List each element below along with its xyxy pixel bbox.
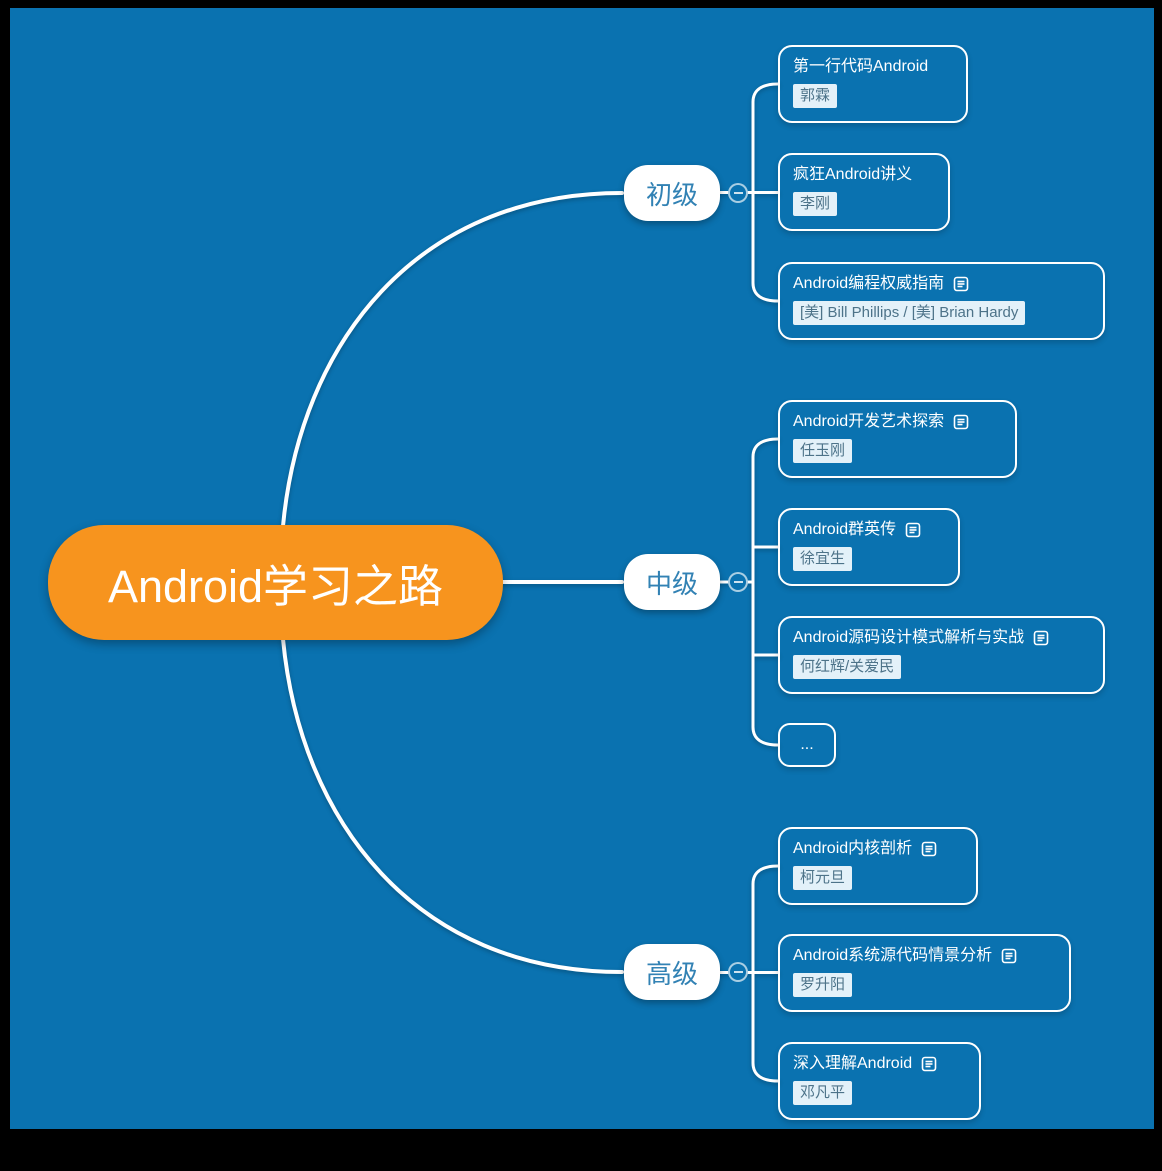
author-label: [美] Bill Phillips / [美] Brian Hardy [793,301,1026,325]
topic-title: Android内核剖析 [793,840,913,857]
topic-title-row: 疯狂Android讲义 [793,165,935,185]
notes-icon[interactable] [953,414,969,430]
notes-icon[interactable] [921,1056,937,1072]
link-root-advanced [281,637,624,974]
author-label: 邓凡平 [793,1081,853,1105]
branch-topic-beginner[interactable]: 初级 [624,165,720,221]
topic-title: Android群英传 [793,521,897,538]
topic-book[interactable]: Android源码设计模式解析与实战 何红辉/关爱民 [778,616,1105,694]
topic-book[interactable]: 第一行代码Android 郭霖 [778,45,968,123]
topic-title-row: Android内核剖析 [793,839,963,859]
notes-icon[interactable] [905,522,921,538]
author-label: 徐宜生 [793,547,853,571]
author-label: 柯元旦 [793,866,853,890]
topic-title-row: Android群英传 [793,520,945,540]
branch-topic-advanced[interactable]: 高级 [624,944,720,1000]
notes-icon[interactable] [921,841,937,857]
notes-icon[interactable] [1033,630,1049,646]
collapse-minus-icon-advanced[interactable] [728,962,748,982]
frame-edge-left [0,0,10,1171]
topic-title: Android开发艺术探索 [793,413,945,430]
topic-book[interactable]: Android内核剖析 柯元旦 [778,827,978,905]
root-topic[interactable]: Android学习之路 [48,525,503,640]
topic-title-row: 第一行代码Android [793,57,953,77]
author-label: 郭霖 [793,84,838,108]
topic-title-row: Android源码设计模式解析与实战 [793,628,1090,648]
collapse-minus-icon-intermediate[interactable] [728,572,748,592]
frame-edge-bottom [0,1129,1162,1171]
topic-title: Android源码设计模式解析与实战 [793,629,1025,646]
topic-title: ... [800,736,814,753]
bracket-intermediate [751,437,780,747]
topic-title-row: Android开发艺术探索 [793,412,1002,432]
frame-edge-top [0,0,1162,8]
author-label: 任玉刚 [793,439,853,463]
notes-icon[interactable] [1001,948,1017,964]
topic-title: 第一行代码Android [793,58,929,75]
topic-book[interactable]: Android群英传 徐宜生 [778,508,960,586]
collapse-minus-icon-beginner[interactable] [728,183,748,203]
topic-title-row: Android系统源代码情景分析 [793,946,1056,966]
topic-book[interactable]: Android系统源代码情景分析 罗升阳 [778,934,1071,1012]
author-label: 罗升阳 [793,973,853,997]
topic-title: 疯狂Android讲义 [793,166,913,183]
author-label: 何红辉/关爱民 [793,655,902,679]
topic-title-row: Android编程权威指南 [793,274,1090,294]
topic-book[interactable]: Android开发艺术探索 任玉刚 [778,400,1017,478]
topic-title: Android系统源代码情景分析 [793,947,993,964]
topic-ellipsis[interactable]: ... [778,723,836,767]
topic-book[interactable]: 疯狂Android讲义 李刚 [778,153,950,231]
topic-title-row: 深入理解Android [793,1054,966,1074]
topic-book[interactable]: 深入理解Android 邓凡平 [778,1042,981,1120]
branch-topic-intermediate[interactable]: 中级 [624,554,720,610]
notes-icon[interactable] [953,276,969,292]
topic-book[interactable]: Android编程权威指南 [美] Bill Phillips / [美] Br… [778,262,1105,340]
frame-edge-right [1154,0,1162,1171]
topic-title: 深入理解Android [793,1055,913,1072]
topic-title: Android编程权威指南 [793,275,945,292]
author-label: 李刚 [793,192,838,216]
link-root-beginner [281,191,624,528]
